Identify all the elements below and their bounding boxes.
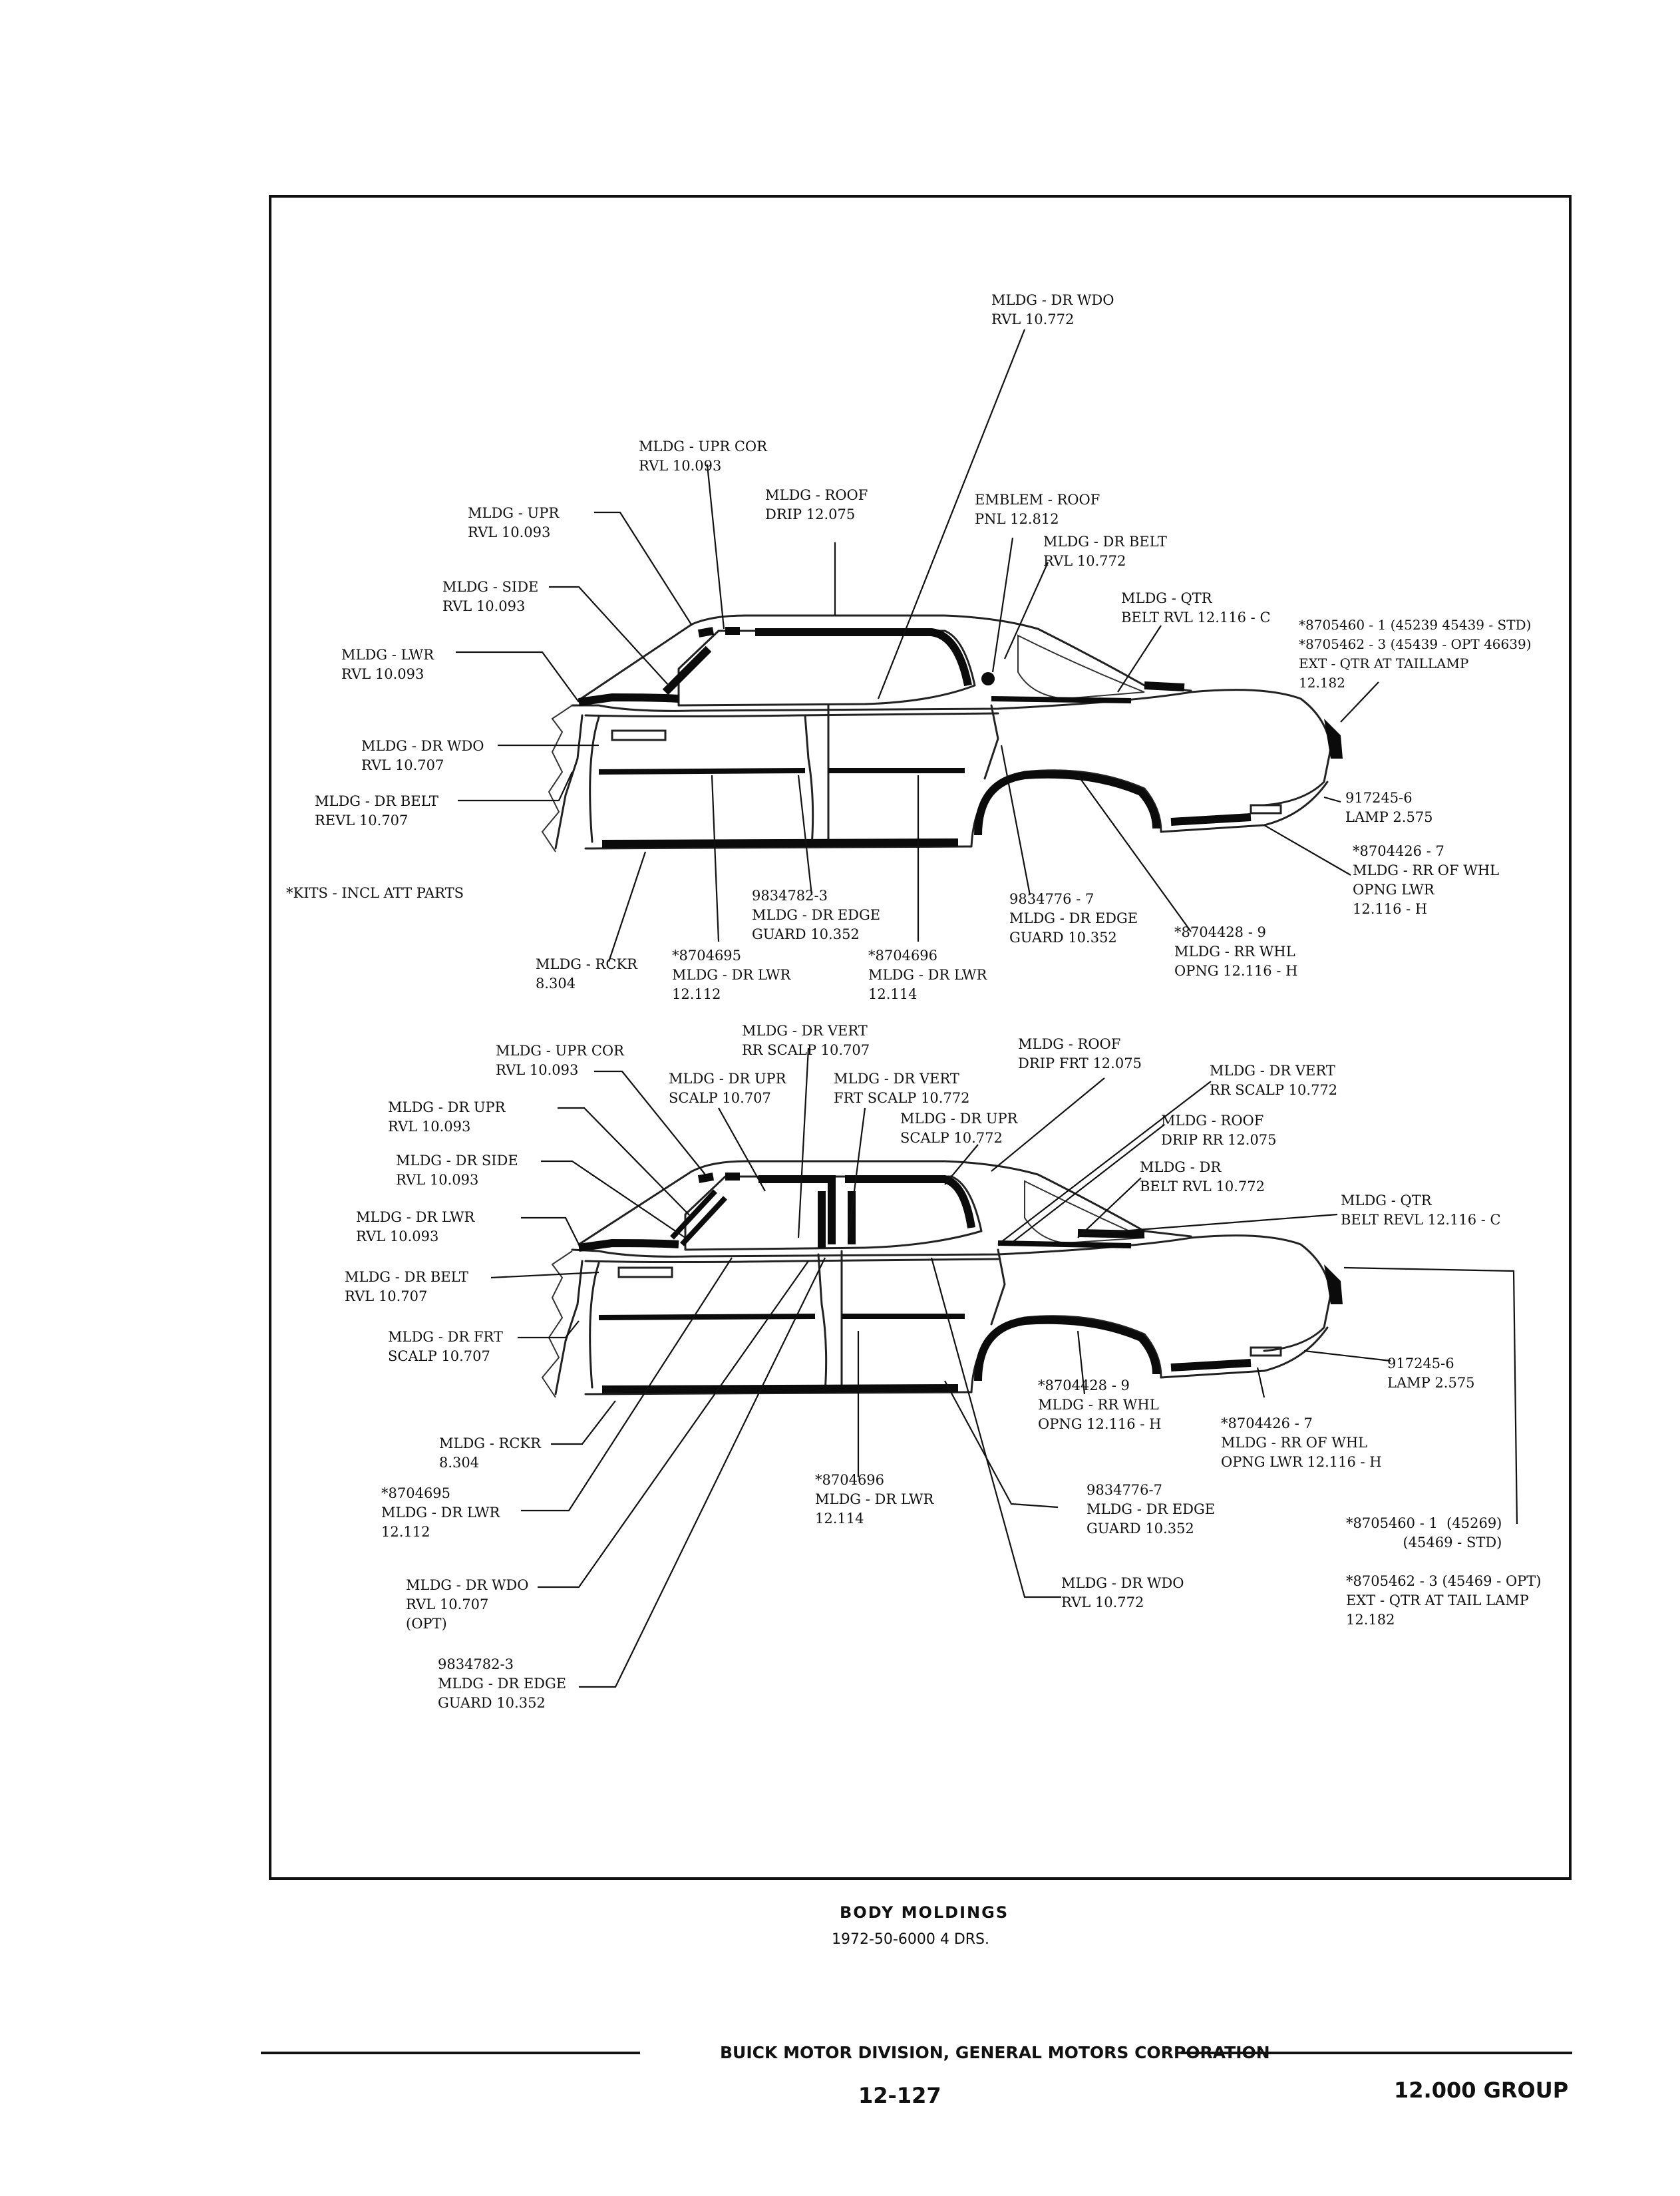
label-edge-guard-rear-bottom: 9834776-7 MLDG - DR EDGE GUARD 10.352 xyxy=(1087,1482,1216,1537)
label-rckr-bottom: MLDG - RCKR 8.304 xyxy=(439,1435,541,1471)
label-edge-guard-front-bottom: 9834782-3 MLDG - DR EDGE GUARD 10.352 xyxy=(438,1656,567,1711)
label-rr-of-whl-top: *8704426 - 7 MLDG - RR OF WHL OPNG LWR 1… xyxy=(1353,843,1500,917)
label-qtr-belt: MLDG - QTR BELT RVL 12.116 - C xyxy=(1121,590,1271,626)
label-roof-drip: MLDG - ROOF DRIP 12.075 xyxy=(765,487,868,522)
label-dr-wdo-top: MLDG - DR WDO RVL 10.772 xyxy=(991,292,1114,327)
label-roof-drip-rr: MLDG - ROOF DRIP RR 12.075 xyxy=(1161,1113,1277,1148)
label-dr-belt-bottom: MLDG - DR BELT RVL 10.707 xyxy=(345,1269,468,1304)
caption-subtitle: 1972-50-6000 4 DRS. xyxy=(832,1931,990,1948)
label-dr-side: MLDG - DR SIDE RVL 10.093 xyxy=(396,1153,518,1188)
label-dr-lwr-front-bottom: *8704695 MLDG - DR LWR 12.112 xyxy=(381,1485,500,1540)
label-rr-whl-bottom: *8704428 - 9 MLDG - RR WHL OPNG 12.116 -… xyxy=(1038,1377,1162,1432)
label-dr-belt-rvl: MLDG - DR BELT RVL 10.772 xyxy=(1140,1159,1265,1194)
label-lwr: MLDG - LWR RVL 10.093 xyxy=(341,647,434,682)
label-taillamp-kit: *8705460 - 1 (45239 45439 - STD) *870546… xyxy=(1299,617,1532,691)
label-edge-guard-rear-top: 9834776 - 7 MLDG - DR EDGE GUARD 10.352 xyxy=(1009,891,1138,946)
label-dr-lwr-rear-bottom: *8704696 MLDG - DR LWR 12.114 xyxy=(815,1472,934,1527)
bottom-car-leader-lines xyxy=(490,1047,1518,1688)
label-rr-whl-top: *8704428 - 9 MLDG - RR WHL OPNG 12.116 -… xyxy=(1174,924,1298,979)
label-rckr-top: MLDG - RCKR 8.304 xyxy=(536,956,637,992)
label-dr-wdo-left: MLDG - DR WDO RVL 10.707 xyxy=(361,738,484,773)
label-dr-lwr-front-top: *8704695 MLDG - DR LWR 12.112 xyxy=(672,948,791,1002)
label-edge-guard-front-top: 9834782-3 MLDG - DR EDGE GUARD 10.352 xyxy=(752,888,881,942)
footer-rule-left xyxy=(261,2052,640,2054)
bottom-car-moldings xyxy=(578,1173,1343,1393)
label-qtr-belt-bottom: MLDG - QTR BELT REVL 12.116 - C xyxy=(1341,1192,1501,1228)
label-dr-lwr-rvl: MLDG - DR LWR RVL 10.093 xyxy=(356,1209,475,1244)
label-lamp-top: 917245-6 LAMP 2.575 xyxy=(1345,790,1433,825)
label-kits-note: *KITS - INCL ATT PARTS xyxy=(286,885,464,901)
label-upr-cor: MLDG - UPR COR RVL 10.093 xyxy=(639,439,767,474)
footer-rule-right xyxy=(1181,2052,1572,2054)
caption-title: BODY MOLDINGS xyxy=(840,1903,1009,1922)
footer-division: BUICK MOTOR DIVISION, GENERAL MOTORS COR… xyxy=(720,2043,1270,2062)
group-label: 12.000 GROUP xyxy=(1394,2078,1569,2103)
label-dr-wdo-opt: MLDG - DR WDO RVL 10.707 (OPT) xyxy=(406,1577,529,1632)
label-emblem-roof: EMBLEM - ROOF PNL 12.812 xyxy=(975,492,1100,527)
label-dr-vert-rr-772: MLDG - DR VERT RR SCALP 10.772 xyxy=(1210,1063,1338,1098)
label-roof-drip-frt: MLDG - ROOF DRIP FRT 12.075 xyxy=(1018,1036,1142,1071)
diagram-frame xyxy=(269,195,1572,1880)
label-taillamp-opt: *8705462 - 3 (45469 - OPT) EXT - QTR AT … xyxy=(1346,1573,1542,1628)
label-lamp-bottom: 917245-6 LAMP 2.575 xyxy=(1387,1356,1475,1391)
page-number: 12-127 xyxy=(858,2083,941,2108)
label-dr-lwr-rear-top: *8704696 MLDG - DR LWR 12.114 xyxy=(868,948,987,1002)
label-upr: MLDG - UPR RVL 10.093 xyxy=(468,505,560,540)
label-dr-frt-scalp: MLDG - DR FRT SCALP 10.707 xyxy=(388,1329,503,1364)
top-car-leader-lines xyxy=(456,329,1379,962)
bottom-car-body xyxy=(541,1160,1332,1398)
label-dr-belt-top: MLDG - DR BELT RVL 10.772 xyxy=(1043,534,1167,569)
top-car-body xyxy=(541,614,1332,852)
label-rr-of-whl-bottom: *8704426 - 7 MLDG - RR OF WHL OPNG LWR 1… xyxy=(1221,1415,1382,1470)
label-dr-upr: MLDG - DR UPR RVL 10.093 xyxy=(388,1099,506,1135)
label-dr-upr-scalp-772: MLDG - DR UPR SCALP 10.772 xyxy=(900,1111,1018,1146)
top-car-moldings xyxy=(578,627,1343,848)
label-upr-cor-bottom: MLDG - UPR COR RVL 10.093 xyxy=(496,1043,624,1078)
label-dr-vert-frt-772: MLDG - DR VERT FRT SCALP 10.772 xyxy=(834,1071,970,1106)
label-dr-vert-frt: MLDG - DR VERT RR SCALP 10.707 xyxy=(742,1023,870,1058)
label-dr-upr-scalp-707: MLDG - DR UPR SCALP 10.707 xyxy=(669,1071,786,1106)
label-taillamp-std: *8705460 - 1 (45269) (45469 - STD) xyxy=(1346,1515,1502,1551)
label-dr-belt-left: MLDG - DR BELT REVL 10.707 xyxy=(315,793,438,828)
label-dr-wdo-772: MLDG - DR WDO RVL 10.772 xyxy=(1061,1575,1184,1610)
label-side: MLDG - SIDE RVL 10.093 xyxy=(442,579,539,614)
